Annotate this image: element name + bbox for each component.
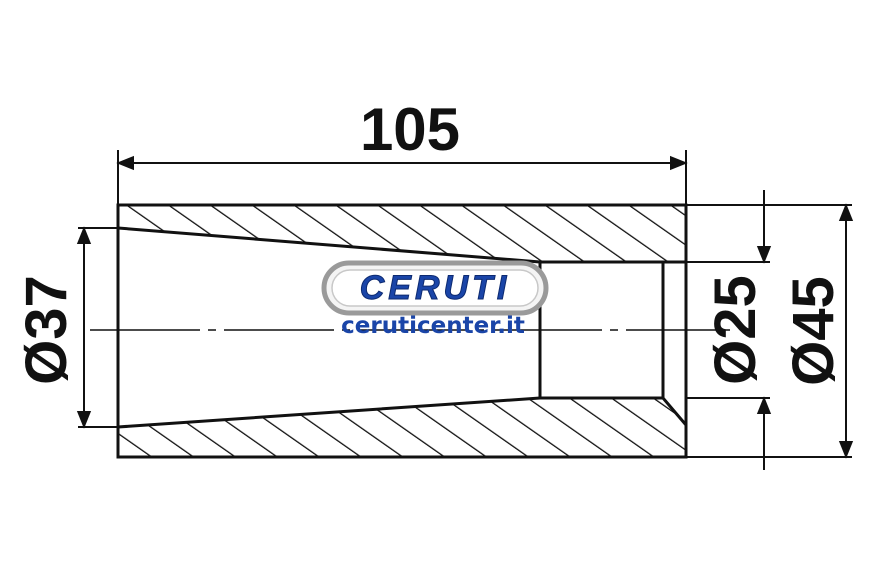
outer-diameter-dimension	[686, 203, 854, 459]
inner-large-diameter-label: Ø37	[14, 275, 79, 385]
bottom-wall-hatch	[118, 398, 686, 457]
inner-small-diameter-label: Ø25	[703, 275, 768, 385]
outer-diameter-label: Ø45	[781, 276, 846, 386]
ceruti-logo: CERUTI	[321, 260, 549, 316]
watermark-url: ceruticenter.it	[341, 313, 525, 339]
length-label: 105	[360, 96, 460, 163]
top-wall-hatch	[118, 205, 686, 262]
inner-large-diameter-dimension	[76, 226, 118, 429]
logo-text: CERUTI	[360, 269, 511, 307]
length-dimension	[116, 150, 688, 205]
part-outline	[116, 203, 688, 459]
